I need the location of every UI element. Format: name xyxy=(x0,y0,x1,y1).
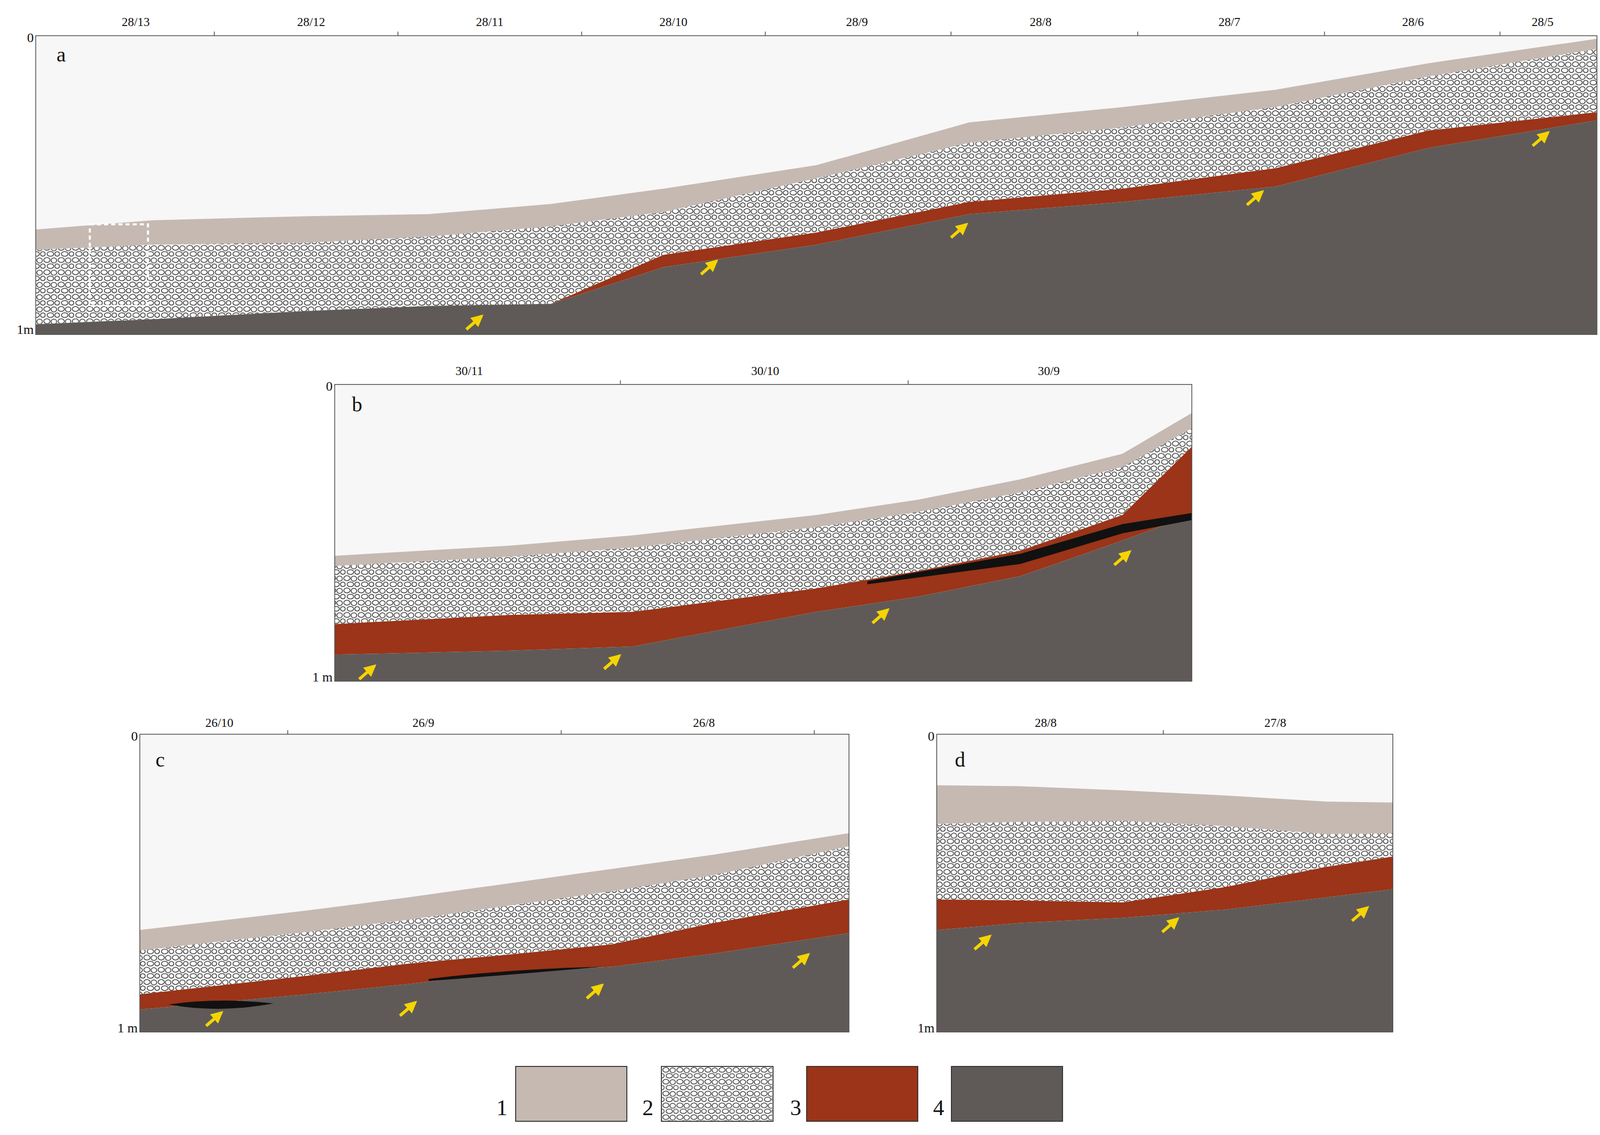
axis-label: 1m xyxy=(16,323,34,337)
axis-label: 1m xyxy=(917,1021,935,1036)
section-panel xyxy=(139,734,849,1033)
square-label: 28/10 xyxy=(659,16,688,29)
legend-swatch xyxy=(660,1066,774,1123)
grid-tick xyxy=(1499,31,1501,36)
grid-tick xyxy=(560,730,562,735)
contact-arrow xyxy=(586,985,602,999)
axis-label: 0 xyxy=(927,729,935,744)
square-label: 28/7 xyxy=(1218,16,1240,29)
grid-tick xyxy=(813,730,815,735)
square-label: 26/10 xyxy=(205,717,234,730)
legend-swatch xyxy=(515,1066,628,1123)
panel-letter: d xyxy=(954,749,966,771)
contact-arrow xyxy=(1162,919,1178,933)
contact-arrow xyxy=(1247,191,1263,205)
charcoal-lens xyxy=(867,513,1192,585)
contact-arrow xyxy=(359,666,375,680)
section-panel xyxy=(936,734,1393,1033)
contact-arrow xyxy=(701,261,717,275)
square-label: 26/8 xyxy=(693,717,715,730)
panel-frame xyxy=(334,384,1192,682)
section-panel xyxy=(334,384,1192,682)
grid-tick xyxy=(397,31,399,36)
axis-label: 1 m xyxy=(312,670,333,685)
legend-number: 4 xyxy=(932,1096,945,1119)
square-label: 26/9 xyxy=(412,717,435,730)
charcoal-lens xyxy=(168,1001,274,1010)
layer-4 xyxy=(334,515,1192,682)
contact-arrow xyxy=(466,316,482,330)
grid-tick xyxy=(1324,31,1326,36)
axis-label: 1 m xyxy=(117,1021,138,1036)
grid-tick xyxy=(620,380,622,385)
panel-frame xyxy=(139,734,849,1033)
charcoal-lens xyxy=(428,967,603,982)
section-panel xyxy=(35,35,1597,335)
panel-letter: a xyxy=(56,44,67,66)
cobble-sample xyxy=(661,1067,773,1122)
legend-number: 2 xyxy=(642,1096,654,1119)
legend-number: 3 xyxy=(790,1096,802,1119)
axis-label: 0 xyxy=(26,31,34,45)
panel-frame xyxy=(936,734,1393,1033)
contact-arrow xyxy=(974,936,990,950)
layer-4 xyxy=(139,933,849,1033)
contact-arrow xyxy=(1532,132,1548,146)
square-label: 30/10 xyxy=(751,365,780,378)
grid-tick xyxy=(950,31,952,36)
square-label: 28/5 xyxy=(1531,16,1554,29)
grid-tick xyxy=(764,31,766,36)
square-label: 27/8 xyxy=(1264,717,1287,730)
legend-swatch xyxy=(806,1066,919,1123)
square-label: 30/11 xyxy=(455,365,484,378)
panel-letter: b xyxy=(351,394,363,416)
grid-tick xyxy=(1162,730,1164,735)
axis-label: 0 xyxy=(325,379,333,394)
axis-label: 0 xyxy=(131,729,138,744)
grid-tick xyxy=(213,31,215,36)
contact-arrow xyxy=(400,1002,416,1017)
square-label: 28/6 xyxy=(1402,16,1425,29)
square-label: 28/12 xyxy=(297,16,326,29)
contact-arrow xyxy=(950,224,967,238)
square-label: 28/9 xyxy=(845,16,868,29)
layer-4 xyxy=(35,120,1597,335)
square-label: 28/8 xyxy=(1034,717,1057,730)
contact-arrow xyxy=(872,609,888,624)
contact-arrow xyxy=(604,656,620,670)
grid-tick xyxy=(907,380,909,385)
square-label: 28/8 xyxy=(1029,16,1052,29)
contact-arrow xyxy=(206,1012,222,1027)
grid-tick xyxy=(287,730,289,735)
grid-tick xyxy=(1137,31,1139,36)
legend-number: 1 xyxy=(496,1096,508,1119)
grid-tick xyxy=(581,31,583,36)
contact-arrow xyxy=(1114,552,1130,566)
pit-outline xyxy=(89,224,149,307)
contact-arrow xyxy=(1352,907,1368,922)
square-label: 28/11 xyxy=(475,16,504,29)
panel-letter: c xyxy=(155,749,166,771)
square-label: 30/9 xyxy=(1037,365,1060,378)
legend-swatch xyxy=(950,1066,1064,1123)
square-label: 28/13 xyxy=(121,16,150,29)
layer-4 xyxy=(936,889,1393,1033)
panel-frame xyxy=(35,35,1597,335)
contact-arrow xyxy=(792,954,809,968)
